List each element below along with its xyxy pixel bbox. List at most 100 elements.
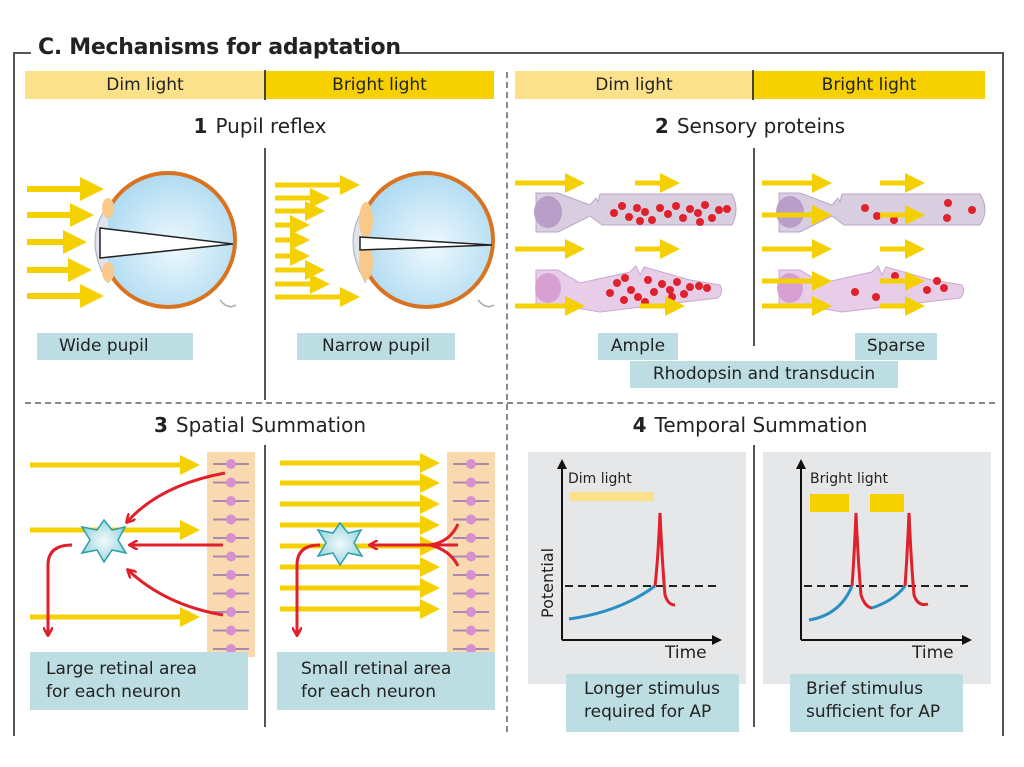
iris-top bbox=[359, 202, 373, 238]
output-arrow bbox=[297, 543, 321, 635]
panel-divider bbox=[264, 148, 266, 400]
neural-pathways-large bbox=[48, 471, 226, 635]
section-title-text: Pupil reflex bbox=[215, 114, 327, 138]
band-dim-light-left: Dim light bbox=[25, 71, 265, 99]
potential-curve-subthreshold bbox=[871, 585, 907, 610]
frame-border-top-right bbox=[398, 52, 1004, 54]
section-title-text: Spatial Summation bbox=[175, 413, 367, 437]
photoreceptor bbox=[466, 588, 476, 599]
photoreceptor bbox=[466, 551, 476, 562]
section-number: 4 bbox=[632, 413, 647, 437]
graph-bright-light: Bright light Time bbox=[796, 459, 972, 663]
section-title-temporal-summation: 4 Temporal Summation bbox=[515, 413, 985, 437]
label-line: for each neuron bbox=[301, 682, 436, 702]
rhodopsin-dots-sparse-rod bbox=[861, 199, 976, 224]
band-dim-light-right: Dim light bbox=[515, 71, 753, 99]
rod-outline bbox=[535, 192, 737, 233]
panel-divider bbox=[753, 148, 755, 346]
label-ample: Ample bbox=[598, 333, 678, 360]
stimulus-label: Bright light bbox=[810, 471, 888, 487]
stimulus-bar-brief bbox=[870, 494, 904, 512]
label-wide-pupil: Wide pupil bbox=[37, 333, 193, 360]
label-line: Brief stimulus bbox=[806, 679, 924, 699]
photoreceptor bbox=[226, 551, 236, 562]
rhodopsin-dots-ample-cone bbox=[606, 274, 711, 306]
action-potential bbox=[850, 512, 873, 610]
ganglion-neuron-large bbox=[80, 518, 128, 564]
potential-curve-subthreshold bbox=[808, 585, 854, 622]
photoreceptor bbox=[226, 570, 236, 580]
label-large-retinal-area: Large retinal area for each neuron bbox=[30, 652, 248, 710]
section-title-text: Sensory proteins bbox=[676, 114, 846, 138]
frame-border-left bbox=[13, 52, 15, 736]
frame-border-top-left bbox=[13, 52, 31, 54]
panel-divider bbox=[753, 445, 755, 727]
photoreceptor bbox=[466, 625, 476, 636]
photoreceptor bbox=[226, 459, 236, 469]
photoreceptor bbox=[226, 533, 236, 543]
band-divider bbox=[752, 70, 754, 100]
neural-pathways-small bbox=[297, 523, 460, 635]
light-arrows-narrow bbox=[275, 175, 360, 307]
light-arrows-bright-proteins bbox=[762, 173, 925, 316]
photoreceptor bbox=[226, 514, 236, 525]
photoreceptor bbox=[226, 588, 236, 599]
label-line: sufficient for AP bbox=[806, 702, 941, 722]
nucleus bbox=[535, 273, 561, 303]
label-brief-stimulus: Brief stimulus sufficient for AP bbox=[790, 674, 963, 732]
section-title-sensory-proteins: 2 Sensory proteins bbox=[515, 114, 985, 138]
light-cone bbox=[99, 227, 234, 259]
x-axis-label: Time bbox=[911, 643, 954, 663]
light-arrows-dim-proteins bbox=[515, 173, 685, 316]
label-sparse: Sparse bbox=[855, 333, 937, 360]
eye-narrow-pupil bbox=[352, 171, 495, 309]
section-number: 3 bbox=[153, 413, 168, 437]
stimulus-bar-brief bbox=[810, 494, 849, 512]
quadrant-divider-horizontal bbox=[25, 402, 995, 404]
section-title-pupil-reflex: 1 Pupil reflex bbox=[25, 114, 495, 138]
photoreceptor bbox=[466, 496, 476, 506]
light-cone bbox=[359, 236, 493, 251]
light-arrows-wide bbox=[27, 177, 104, 308]
stimulus-bar-long bbox=[569, 492, 654, 501]
nucleus bbox=[776, 196, 804, 228]
band-bright-light-left: Bright light bbox=[265, 71, 494, 99]
photoreceptor bbox=[226, 496, 236, 506]
section-number: 2 bbox=[654, 114, 669, 138]
label-small-retinal-area: Small retinal area for each neuron bbox=[277, 652, 495, 710]
nucleus bbox=[534, 196, 562, 228]
photoreceptor bbox=[226, 644, 236, 654]
label-line: Small retinal area bbox=[301, 659, 452, 679]
optic-nerve bbox=[219, 299, 237, 308]
stimulus-label: Dim light bbox=[568, 471, 632, 487]
label-line: Longer stimulus bbox=[584, 679, 720, 699]
band-bright-light-right: Bright light bbox=[753, 71, 985, 99]
photoreceptor bbox=[466, 607, 476, 617]
photoreceptor bbox=[226, 625, 236, 636]
section-title-spatial-summation: 3 Spatial Summation bbox=[25, 413, 495, 437]
photoreceptor bbox=[466, 477, 476, 488]
section-number: 1 bbox=[193, 114, 208, 138]
photoreceptor bbox=[466, 570, 476, 580]
iris-bottom bbox=[359, 244, 373, 280]
rod-cell-dim bbox=[534, 192, 737, 233]
optic-nerve bbox=[477, 299, 495, 308]
frame-border-right bbox=[1002, 52, 1004, 736]
y-axis-label: Potential bbox=[538, 548, 557, 618]
label-longer-stimulus: Longer stimulus required for AP bbox=[566, 674, 739, 732]
section-title-text: Temporal Summation bbox=[654, 413, 868, 437]
action-potential bbox=[653, 512, 676, 607]
rhodopsin-dots-sparse-cone bbox=[851, 272, 948, 301]
graph-panel-dim bbox=[528, 452, 746, 684]
band-divider bbox=[264, 70, 266, 100]
iris-bottom bbox=[102, 262, 114, 282]
label-line: required for AP bbox=[584, 702, 712, 722]
convergence-arrow bbox=[128, 570, 224, 617]
graph-dim-light: Dim light Potential Time bbox=[538, 459, 722, 663]
photoreceptor bbox=[466, 533, 476, 543]
label-rhodopsin-transducin: Rhodopsin and transducin bbox=[630, 361, 898, 388]
x-axis-label: Time bbox=[664, 643, 707, 663]
